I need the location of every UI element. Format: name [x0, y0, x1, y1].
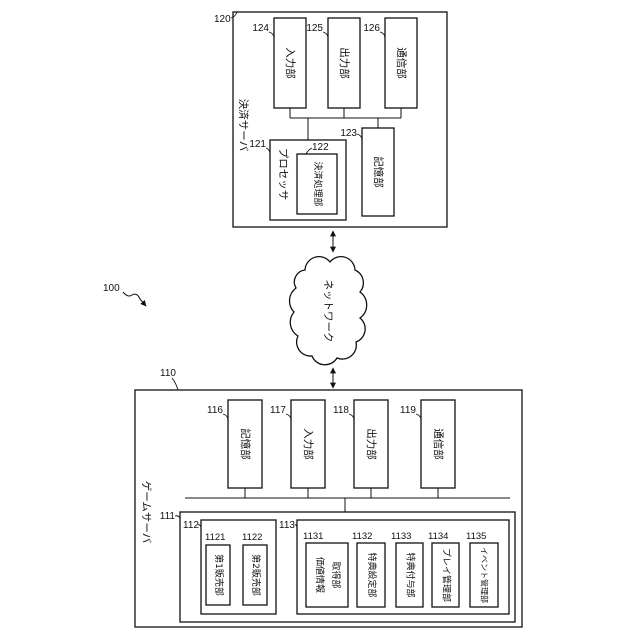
network-label: ネットワーク — [322, 280, 334, 343]
game-processor: 111 112 第1販売部 1121 第2販売部 1122 — [160, 511, 515, 622]
game-server: 110 ゲームサーバ 記憶部 116 入力部 117 出力部 118 通信部 — [135, 368, 522, 627]
game-output-unit: 出力部 118 — [333, 400, 388, 488]
system-ref-arrow — [123, 292, 146, 306]
game-communication-unit-leader — [416, 414, 421, 419]
payment-server-ref: 120 — [214, 14, 231, 25]
game-communication-unit: 通信部 119 — [400, 400, 455, 488]
game-output-unit-leader — [349, 414, 354, 419]
game-input-unit-leader — [286, 414, 291, 419]
payment-processor: プロセッサ 121 決済処理部 122 — [249, 139, 346, 220]
game-server-ref: 110 — [160, 368, 176, 379]
value-info-acquisition-unit-label-line2: 取得部 — [330, 561, 342, 588]
payment-server-frame — [233, 12, 447, 227]
event-management-unit-ref: 1135 — [466, 531, 486, 542]
payment-communication-unit-label: 通信部 — [395, 47, 408, 79]
payment-output-unit-ref: 125 — [306, 23, 323, 34]
benefit-setting-unit-label: 特典設定部 — [366, 552, 378, 597]
game-storage-unit-ref: 116 — [207, 405, 223, 416]
payment-communication-unit-ref: 126 — [363, 23, 380, 34]
benefit-granting-unit-ref: 1133 — [391, 531, 411, 542]
payment-server-ref-leader — [231, 12, 237, 18]
benefit-granting-unit: 特典付与部 1133 — [391, 531, 423, 607]
game-server-title: ゲームサーバ — [140, 481, 152, 544]
value-info-acquisition-unit: 価値情報 取得部 1131 — [303, 531, 348, 607]
payment-communication-unit: 通信部 126 — [363, 18, 417, 108]
benefit-granting-unit-label: 特典付与部 — [405, 552, 417, 597]
game-server-frame — [135, 390, 522, 627]
game-output-unit-ref: 118 — [333, 405, 349, 416]
game-storage-unit-label: 記憶部 — [239, 428, 252, 460]
play-management-unit: プレイ管理部 1134 — [428, 531, 459, 607]
game-processor-ref: 111 — [160, 511, 176, 522]
game-server-bus — [185, 488, 510, 512]
payment-processor-label: プロセッサ — [277, 148, 289, 201]
payment-storage-unit-ref: 123 — [340, 128, 357, 139]
sales-block-ref: 112 — [183, 520, 199, 531]
first-sales-unit: 第1販売部 1121 — [205, 532, 230, 605]
value-info-acquisition-unit-box — [306, 543, 348, 607]
value-info-acquisition-unit-ref: 1131 — [303, 531, 323, 542]
play-management-unit-label: プレイ管理部 — [441, 548, 453, 602]
second-sales-unit: 第2販売部 1122 — [242, 532, 267, 605]
first-sales-unit-ref: 1121 — [205, 532, 225, 543]
payment-output-unit-leader — [323, 32, 328, 37]
second-sales-unit-ref: 1122 — [242, 532, 262, 543]
game-input-unit-label: 入力部 — [302, 428, 315, 460]
value-info-acquisition-unit-label-line1: 価値情報 — [314, 557, 326, 593]
payment-server-title: 決済サーバ — [237, 99, 250, 152]
payment-server: 120 決済サーバ 入力部 124 出力部 125 通信部 126 — [214, 12, 447, 227]
benefit-setting-unit: 特典設定部 1132 — [352, 531, 385, 607]
payment-communication-unit-leader — [380, 32, 385, 37]
payment-storage-unit: 記憶部 123 — [340, 128, 394, 216]
game-storage-unit-leader — [223, 414, 228, 419]
first-sales-unit-label: 第1販売部 — [213, 554, 225, 596]
game-processor-leader — [175, 516, 180, 518]
payment-processing-unit-label: 決済処理部 — [312, 161, 324, 206]
play-management-unit-ref: 1134 — [428, 531, 448, 542]
benefit-block-ref: 113 — [279, 520, 295, 531]
game-input-unit-ref: 117 — [270, 405, 286, 416]
game-output-unit-label: 出力部 — [365, 428, 378, 460]
event-management-unit-label: イベント管理部 — [480, 547, 490, 603]
system-ref: 100 — [103, 283, 120, 294]
payment-input-unit-leader — [269, 32, 274, 37]
payment-output-unit: 出力部 125 — [306, 18, 360, 108]
payment-input-unit: 入力部 124 — [252, 18, 306, 108]
game-communication-unit-ref: 119 — [400, 405, 416, 416]
payment-processor-ref: 121 — [249, 139, 266, 150]
game-storage-unit: 記憶部 116 — [207, 400, 262, 488]
game-input-unit: 入力部 117 — [270, 400, 325, 488]
sales-block: 112 第1販売部 1121 第2販売部 1122 — [183, 520, 276, 614]
event-management-unit: イベント管理部 1135 — [466, 531, 498, 607]
benefit-block: 113 価値情報 取得部 1131 特典設定部 1132 特典付与部 1133 — [279, 520, 509, 614]
payment-output-unit-label: 出力部 — [338, 47, 351, 79]
payment-input-unit-label: 入力部 — [284, 47, 297, 79]
payment-storage-unit-leader — [357, 134, 362, 139]
benefit-setting-unit-ref: 1132 — [352, 531, 372, 542]
game-server-ref-leader — [172, 378, 178, 390]
payment-input-unit-ref: 124 — [252, 23, 269, 34]
payment-storage-unit-label: 記憶部 — [372, 156, 385, 188]
game-communication-unit-label: 通信部 — [432, 428, 445, 460]
network-cloud: ネットワーク — [289, 257, 366, 365]
second-sales-unit-label: 第2販売部 — [250, 554, 262, 596]
payment-processing-unit-ref: 122 — [312, 142, 329, 153]
